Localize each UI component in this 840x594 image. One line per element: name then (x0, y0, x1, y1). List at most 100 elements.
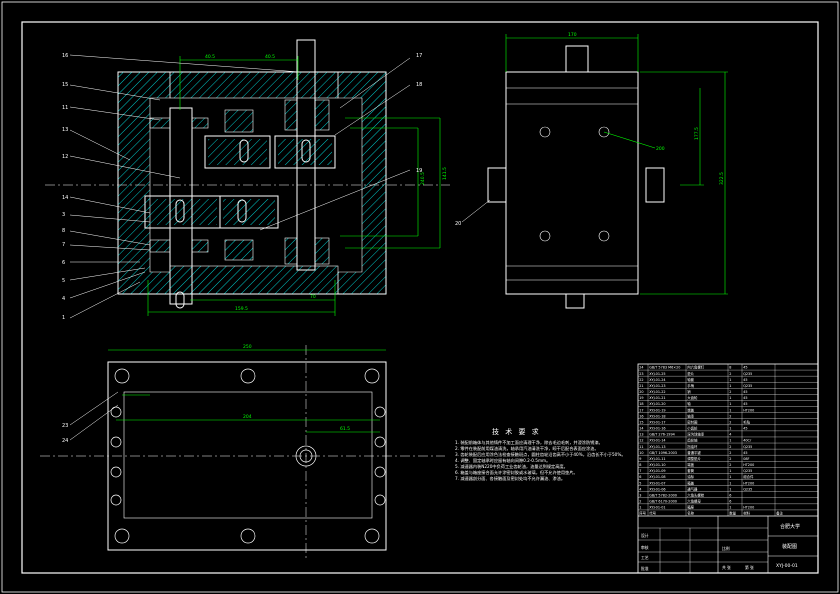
parts-row-1-cell-4: HT200 (743, 506, 754, 510)
svg-text:16: 16 (62, 53, 68, 59)
tech-req-line-2: 2. 零件在装配前用煤油清洗，轴承用汽油清洗干净，晾干后配合表面应涂油。 (455, 445, 599, 452)
parts-row-24-cell-2: 内六角螺钉 (687, 365, 705, 370)
parts-row-2-cell-3: 6 (729, 500, 731, 504)
side-body (505, 71, 639, 295)
dim-front-right-outer: 141.5 (442, 167, 448, 180)
parts-row-10-cell-4: 45 (743, 451, 747, 455)
dim-top-offset: 61.5 (340, 426, 350, 432)
parts-row-19-cell-4: 45 (743, 396, 747, 400)
dim-side-height: 322.5 (719, 172, 725, 185)
parts-row-12-cell-4: 40Cr (743, 439, 752, 443)
parts-row-11-cell-2: 挡油环 (687, 444, 698, 449)
input-shaft (169, 107, 193, 305)
svg-text:17: 17 (416, 53, 422, 59)
svg-text:8: 8 (62, 228, 65, 234)
svg-text:18: 18 (416, 82, 422, 88)
parts-row-23-cell-1: XYJ-01-25 (649, 372, 665, 376)
tech-req-line-7: 7. 减速器剖分面、各接触面及密封处均不允许漏油、渗油。 (455, 475, 565, 482)
parts-row-7-cell-3: 1 (729, 469, 731, 473)
svg-text:1: 1 (62, 315, 65, 321)
parts-row-20-cell-3: 2 (729, 390, 731, 394)
parts-row-3-cell-0: 3 (639, 493, 641, 497)
top-balloon-23: 23 (62, 423, 68, 429)
upper-gear-right-hatch (278, 139, 332, 165)
output-shaft (296, 39, 316, 271)
upper-gear-left-hatch (208, 139, 267, 165)
parts-row-13-cell-0: 13 (639, 433, 643, 437)
parts-row-24-cell-0: 24 (639, 366, 643, 370)
parts-row-22-cell-2: 轴套 (687, 377, 694, 382)
parts-row-1-cell-3: 1 (729, 506, 731, 510)
svg-text:11: 11 (62, 105, 68, 111)
parts-row-4-cell-2: 通气器 (687, 486, 698, 491)
dim-side-mid: 177.5 (694, 127, 700, 140)
parts-row-18-cell-3: 1 (729, 402, 731, 406)
shaft-key-slot-1 (239, 139, 249, 163)
parts-row-14-cell-2: 小齿轮 (687, 426, 698, 431)
upper-gear-right (274, 135, 336, 169)
parts-row-9-cell-2: 调整垫片 (687, 456, 701, 461)
parts-row-16-cell-2: 轴承 (687, 413, 694, 418)
parts-row-12-cell-2: 齿轮轴 (687, 438, 698, 443)
parts-row-19-cell-2: 大齿轮 (687, 395, 698, 400)
upper-gear-left (204, 135, 271, 169)
parts-row-16-cell-1: XYJ-01-18 (649, 414, 665, 418)
parts-row-8-cell-0: 8 (639, 463, 641, 467)
tech-req-line-4: 4. 调整、固定轴承时应留有轴向间隙0.2-0.5mm。 (455, 457, 550, 464)
inner-frame (21, 21, 819, 574)
parts-row-18-cell-2: 轴 (687, 401, 691, 406)
title-drawing-number: XYJ-00-01 (776, 563, 798, 569)
housing-hatch-bottom (169, 265, 339, 295)
dim-top-width: 250 (243, 344, 252, 350)
title-label-design: 设计 (641, 533, 649, 538)
housing-outline (117, 71, 387, 295)
parts-row-22-cell-0: 22 (639, 378, 643, 382)
parts-row-6-cell-2: 油标 (687, 474, 694, 479)
parts-row-21-cell-0: 21 (639, 384, 643, 388)
parts-row-10-cell-0: 10 (639, 451, 643, 455)
title-label-process: 工艺 (641, 555, 649, 560)
parts-row-1-cell-0: 1 (639, 506, 641, 510)
parts-row-17-cell-2: 端盖 (687, 407, 694, 412)
side-left-handle (487, 167, 507, 203)
housing-hatch-left (117, 71, 171, 295)
parts-row-17-cell-0: 17 (639, 408, 643, 412)
title-school: 合肥大学 (780, 523, 800, 530)
parts-row-7-cell-1: XYJ-01-09 (649, 469, 665, 473)
parts-row-5-cell-1: XYJ-01-07 (649, 481, 665, 485)
parts-row-10-cell-3: 2 (729, 451, 731, 455)
parts-row-17-cell-4: HT200 (743, 408, 754, 412)
parts-header-cell-0: 序号 (639, 511, 646, 516)
parts-row-5-cell-3: 1 (729, 481, 731, 485)
front-balloon-labels: 16 15 11 13 12 14 3 8 7 6 5 4 1 17 18 19 (62, 53, 422, 321)
svg-text:7: 7 (62, 242, 65, 248)
parts-row-6-cell-1: XYJ-01-08 (649, 475, 665, 479)
dim-front-top: 40.5 (205, 54, 215, 60)
parts-row-8-cell-3: 2 (729, 463, 731, 467)
lower-gear-right-hatch (223, 199, 275, 225)
title-drawing-name: 装配图 (782, 543, 797, 550)
parts-row-21-cell-3: 1 (729, 384, 731, 388)
title-label-approve: 批准 (641, 566, 649, 571)
parts-header-cell-3: 数量 (729, 511, 736, 516)
dim-top-holes: 204 (243, 414, 252, 420)
parts-row-22-cell-3: 1 (729, 378, 731, 382)
parts-row-7-cell-2: 套筒 (687, 468, 694, 473)
tech-req-title: 技 术 要 求 (492, 427, 541, 436)
dim-front-bottom: 159.5 (235, 306, 248, 312)
side-balloon-20: 20 (455, 221, 461, 227)
parts-row-8-cell-4: HT200 (743, 463, 754, 467)
side-bottom-shaft (565, 293, 585, 309)
parts-row-10-cell-1: GB/T 1096-2003 (649, 451, 677, 455)
svg-text:19: 19 (416, 168, 422, 174)
housing-hatch-top (169, 71, 339, 99)
side-top-shaft (565, 45, 589, 73)
parts-row-12-cell-3: 1 (729, 439, 731, 443)
tech-req-line-1: 1. 装配前箱体与其他铸件不加工面应清理干净，除去毛边毛刺，并浸涂防锈漆。 (455, 439, 603, 446)
parts-row-24-cell-4: 45 (743, 366, 747, 370)
parts-row-3-cell-1: GB/T 5782-2000 (649, 493, 677, 497)
title-label-scale: 比例 (722, 546, 730, 551)
svg-text:12: 12 (62, 154, 68, 160)
